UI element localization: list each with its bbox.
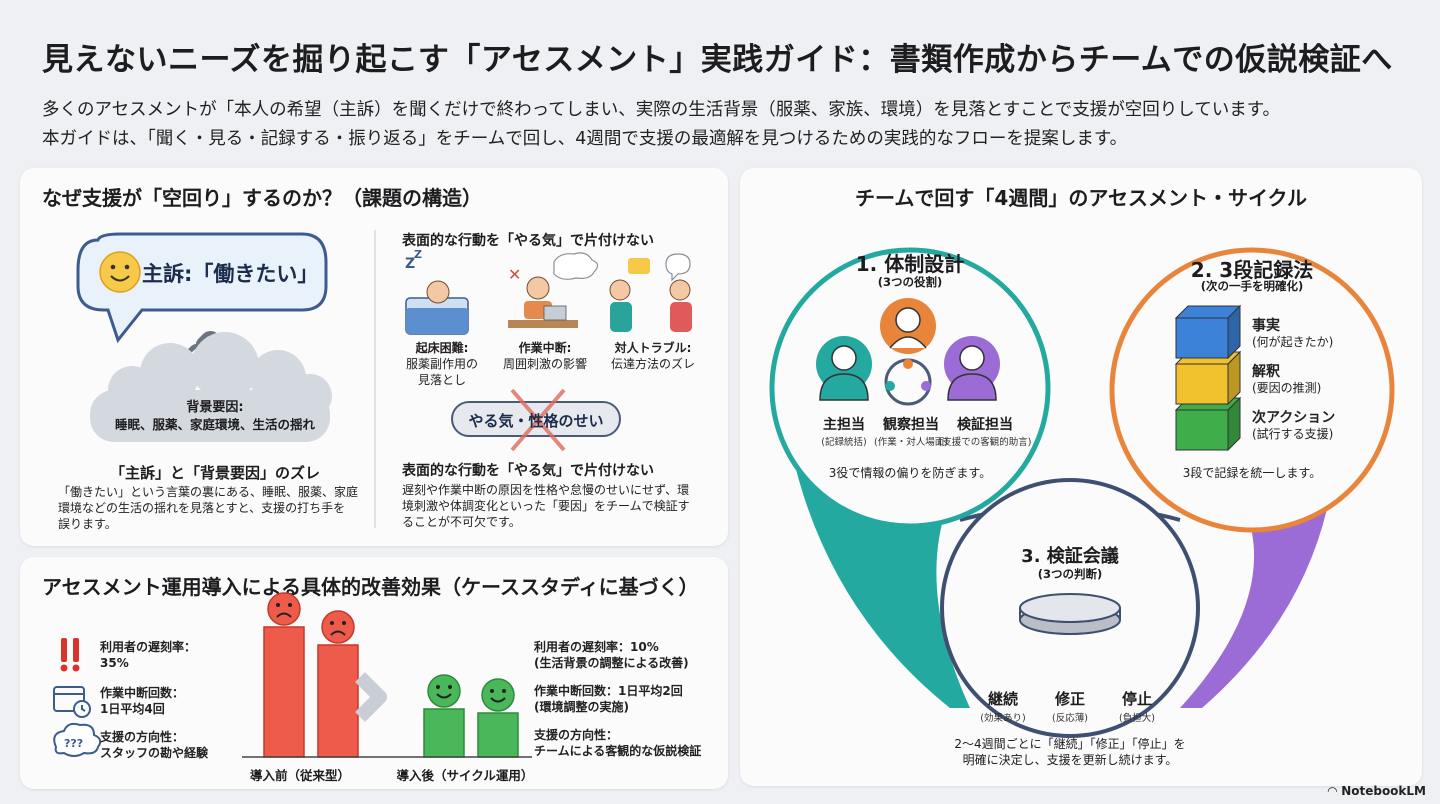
behavior-heading-2: 表面的な行動を「やる気」で片付けない — [402, 463, 654, 479]
cycle-heading: チームで回す「4週間」のアセスメント・サイクル — [855, 186, 1307, 210]
working-person-icon: ✕ — [508, 252, 599, 328]
after-interruptions: 作業中断回数：1日平均2回 (環境調整の実施) — [534, 684, 683, 714]
svg-text:Z: Z — [414, 248, 422, 261]
effect-illustration: ??? — [53, 592, 532, 758]
happy-face-icon — [481, 678, 515, 712]
svg-text:???: ??? — [64, 737, 83, 750]
before-direction: 支援の方向性： スタッフの勘や経験 — [100, 730, 209, 760]
problem-heading: なぜ支援が「空回り」するのか？（課題の構造） — [42, 186, 482, 210]
intro-text: 多くのアセスメントが「本人の希望（主訴）を聞くだけで終わってしまい、実際の生活背… — [42, 96, 1422, 154]
record-layer-cube-0 — [1174, 304, 1242, 360]
role-main: 主担当 — [823, 417, 865, 433]
step3-note: 2〜4週間ごとに「継続」「修正」「停止」を 明確に決定し、支援を更新し続けます。 — [954, 737, 1186, 767]
svg-text:✕: ✕ — [508, 265, 521, 284]
decision-modify: 修正 — [1054, 690, 1085, 708]
record-layer-cube-1 — [1174, 350, 1242, 406]
decision-continue-desc: (効果あり) — [980, 713, 1026, 724]
cycle-diagram — [769, 247, 1395, 738]
behavior-heading: 表面的な行動を「やる気」で片付けない — [402, 233, 654, 249]
step1-circle — [769, 247, 1051, 529]
question-cloud-icon: ??? — [53, 722, 102, 757]
role-people-icons — [816, 298, 1000, 406]
decision-stop-desc: (負担大) — [1119, 713, 1155, 724]
example-work-interruption: 作業中断: 周囲刺激の影響 — [502, 341, 587, 371]
role-verifier: 検証担当 — [957, 417, 1013, 433]
before-caption: 導入前（従来型） — [249, 768, 350, 783]
cloud-text: 睡眠、服薬、家庭環境、生活の揺れ — [114, 417, 315, 432]
behavior-description: 遅刻や作業中断の原因を性格や怠慢のせいにせず、環 境刺激や体調変化といった「要因… — [402, 483, 690, 529]
role-observer: 観察担当 — [883, 417, 939, 433]
step2-title: 2. 3段記録法 — [1190, 258, 1314, 282]
after-late-rate: 利用者の遅刻率：10% (生活背景の調整による改善) — [534, 640, 689, 670]
assessment-cycle-panel: チームで回す「4週間」のアセスメント・サイクル 1. 体制設 — [740, 168, 1422, 786]
role-observer-desc: (作業・対人場面) — [874, 437, 948, 448]
step1-note: 3役で情報の偏りを防ぎます。 — [828, 466, 992, 480]
svg-text:Z: Z — [405, 256, 415, 272]
problem-illustration: Z Z ✕ — [76, 230, 692, 528]
decision-continue: 継続 — [987, 690, 1018, 708]
step3-sub: (3つの判断) — [1037, 567, 1103, 581]
speech-bubble-shape — [76, 232, 328, 344]
sleeping-person-icon: Z Z — [405, 248, 469, 335]
brand-name: NotebookLM — [1341, 784, 1426, 798]
problem-structure-panel: なぜ支援が「空回り」するのか？（課題の構造） Z Z ✕ — [20, 168, 728, 546]
background-cloud-shape — [90, 332, 332, 442]
happy-face-icon — [427, 674, 461, 708]
gap-title: 「主訴」と「背景要因」のズレ — [109, 464, 320, 482]
smile-face-icon — [99, 251, 141, 293]
sad-face-icon — [267, 592, 301, 626]
after-direction: 支援の方向性： チームによる客観的な仮説検証 — [534, 728, 702, 758]
conversation-people-icon — [609, 253, 692, 332]
step3-title: 3. 検証会議 — [1021, 546, 1119, 567]
chart-bar-after-1 — [477, 712, 519, 758]
chart-bar-before-1 — [317, 644, 359, 758]
page-title: 見えないニーズを掘り起こす「アセスメント」実践ガイド：書類作成からチームでの仮説… — [42, 42, 1393, 78]
decision-stop: 停止 — [1121, 690, 1152, 708]
step2-sub: (次の一手を明確化) — [1200, 279, 1304, 293]
before-interruptions: 作業中断回数： 1日平均4回 — [100, 686, 185, 716]
layer-next-action: 次アクション (試行する支援) — [1252, 410, 1336, 441]
step1-sub: (3つの役割) — [877, 275, 943, 289]
chart-bar-after-0 — [423, 708, 465, 758]
intro-line-2: 本ガイドは、「聞く・見る・記録する・振り返る」をチームで回し、4週間で支援の最適… — [42, 129, 1128, 149]
rejected-label: やる気・性格のせい — [468, 412, 604, 430]
cloud-title: 背景要因: — [186, 400, 244, 415]
role-verifier-desc: (支援での客観的助言) — [938, 437, 1032, 448]
effect-heading: アセスメント運用導入による具体的改善効果（ケーススタディに基づく） — [42, 575, 699, 599]
step2-note: 3段で記録を統一します。 — [1182, 466, 1322, 480]
sad-face-icon — [321, 610, 355, 644]
example-wake-up: 起床困難: 服薬副作用の 見落とし — [405, 341, 478, 387]
before-late-rate: 利用者の遅刻率： 35% — [100, 640, 197, 670]
notebooklm-brand: ◠ NotebookLM — [1328, 784, 1426, 798]
chart-bar-before-0 — [263, 626, 305, 758]
role-main-desc: (記録統括) — [821, 437, 867, 448]
intro-line-1: 多くのアセスメントが「本人の希望（主訴）を聞くだけで終わってしまい、実際の生活背… — [42, 100, 1280, 120]
alert-exclamation-icon — [60, 638, 80, 672]
gap-description: 「働きたい」という言葉の裏にある、睡眠、服薬、家庭 環境などの生活の揺れを見落と… — [58, 485, 359, 531]
before-after-bar-chart — [263, 592, 519, 758]
chief-complaint-text: 主訴:「働きたい」 — [142, 262, 319, 286]
transition-chevron-icon — [355, 672, 387, 722]
layer-interpretation: 解釈 (要因の推測) — [1252, 364, 1322, 395]
example-interpersonal: 対人トラブル: 伝達方法のズレ — [610, 341, 695, 371]
improvement-effect-panel: アセスメント運用導入による具体的改善効果（ケーススタディに基づく） ??? 利用… — [20, 557, 728, 789]
record-layer-cubes — [1174, 304, 1242, 452]
layer-fact: 事実 (何が起きたか) — [1252, 318, 1334, 349]
after-caption: 導入後（サイクル運用） — [396, 768, 534, 783]
step1-title: 1. 体制設計 — [855, 252, 965, 276]
record-layer-cube-2 — [1174, 396, 1242, 452]
decision-modify-desc: (反応薄) — [1052, 713, 1088, 724]
calendar-clock-icon — [53, 686, 91, 718]
brand-logo-icon: ◠ — [1327, 784, 1342, 798]
meeting-table-icon — [1019, 593, 1121, 635]
